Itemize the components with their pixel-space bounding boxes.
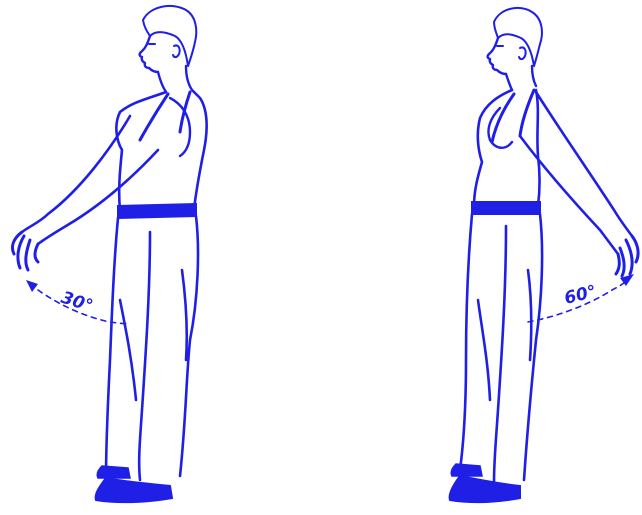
angle-label-backward: 60° (562, 282, 598, 309)
foot-right-back (451, 464, 482, 476)
shoulder-right (488, 108, 512, 148)
figure-arm-forward: 30° (12, 6, 206, 502)
hand-forward (12, 232, 38, 270)
trousers-right (460, 214, 542, 482)
angle-arrowhead-forward (26, 280, 38, 292)
figure-arm-backward: 60° (450, 8, 638, 502)
face-profile-left (140, 36, 158, 72)
hand-backward (616, 236, 638, 276)
belt-left (118, 204, 196, 218)
ear-left (173, 45, 180, 57)
belt-right (472, 202, 540, 214)
foot-left-back (97, 466, 130, 478)
face-profile-right (488, 38, 506, 74)
foot-left-front (96, 478, 172, 502)
head-right (488, 8, 542, 74)
trousers-left (106, 216, 198, 480)
torso-left (116, 90, 206, 210)
neck-right (506, 66, 536, 90)
angle-label-forward: 30° (58, 288, 95, 317)
head-left (140, 6, 197, 72)
foot-right-front (450, 476, 520, 502)
ear-right (519, 47, 526, 59)
arm-forward (22, 116, 158, 244)
hair-right (494, 8, 542, 66)
neck-left (158, 66, 192, 92)
